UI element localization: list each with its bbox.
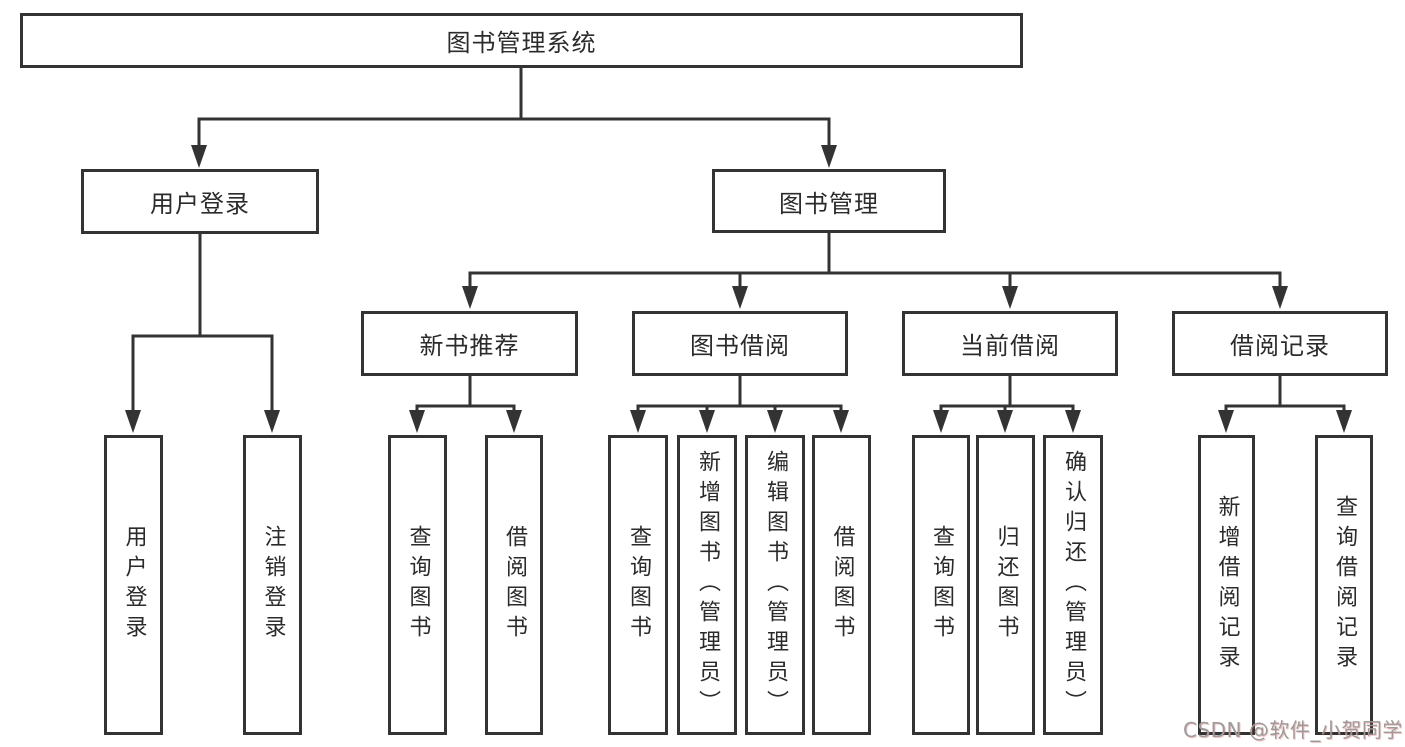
node-label: 新书推荐: [419, 332, 520, 360]
leaf-borrow-books: 借阅图书: [812, 435, 871, 735]
leaf-borrow-books-recommend: 借阅图书: [485, 435, 543, 735]
leaf-query-borrow-record: 查询借阅记录: [1315, 435, 1373, 735]
node-book-borrow: 图书借阅: [632, 311, 848, 376]
leaf-label: 借阅图书: [829, 525, 855, 645]
leaf-query-books-borrow: 查询图书: [608, 435, 668, 735]
node-label: 借阅记录: [1230, 332, 1330, 360]
node-current-borrow: 当前借阅: [902, 311, 1118, 376]
node-user-login: 用户登录: [81, 169, 319, 234]
leaf-label: 查询图书: [626, 525, 651, 645]
leaf-label: 归还图书: [993, 525, 1019, 645]
node-label: 图书管理系统: [446, 29, 597, 57]
node-label: 图书管理: [779, 189, 879, 218]
arrow-icon: [125, 410, 141, 433]
arrow-icon: [1218, 410, 1234, 433]
node-book-management: 图书管理: [712, 169, 946, 233]
leaf-label: 借阅图书: [502, 525, 527, 645]
leaf-label: 查询图书: [929, 525, 954, 645]
leaf-return-book: 归还图书: [976, 435, 1035, 735]
node-label: 当前借阅: [960, 332, 1060, 360]
leaf-confirm-return-admin: 确认归还（管理员）: [1043, 435, 1103, 735]
leaf-label: 查询图书: [405, 525, 431, 645]
leaf-label: 确认归还（管理员）: [1061, 450, 1086, 720]
node-borrow-records: 借阅记录: [1172, 311, 1388, 376]
leaf-add-borrow-record: 新增借阅记录: [1198, 435, 1255, 735]
leaf-label: 编辑图书（管理员）: [763, 450, 788, 720]
arrow-icon: [462, 286, 478, 309]
leaf-label: 新增借阅记录: [1214, 495, 1240, 675]
node-label: 图书借阅: [690, 332, 790, 360]
arrow-icon: [732, 286, 748, 309]
arrow-icon: [833, 410, 849, 433]
node-new-book-recommend: 新书推荐: [361, 311, 578, 376]
arrow-icon: [767, 410, 783, 433]
arrow-icon: [1002, 286, 1018, 309]
leaf-query-books-current: 查询图书: [912, 435, 970, 735]
arrow-icon: [997, 410, 1013, 433]
arrow-icon: [630, 410, 646, 433]
arrow-icon: [506, 410, 522, 433]
arrow-icon: [409, 410, 425, 433]
arrow-icon: [1272, 286, 1288, 309]
arrow-icon: [1065, 410, 1081, 433]
arrow-icon: [699, 410, 715, 433]
node-root-system: 图书管理系统: [20, 13, 1023, 68]
leaf-label: 用户登录: [121, 525, 147, 645]
leaf-label: 新增图书（管理员）: [695, 450, 720, 720]
csdn-watermark: CSDN @软件_小贺同学: [1183, 718, 1403, 742]
arrow-icon: [1336, 410, 1352, 433]
arrow-icon: [821, 145, 837, 168]
node-label: 用户登录: [150, 190, 250, 218]
arrow-icon: [191, 145, 207, 168]
leaf-label: 查询借阅记录: [1332, 495, 1357, 675]
arrow-icon: [933, 410, 949, 433]
leaf-user-login: 用户登录: [104, 435, 163, 735]
arrowheads: [125, 145, 1352, 433]
leaf-query-books-recommend: 查询图书: [388, 435, 447, 735]
leaf-logout: 注销登录: [243, 435, 302, 735]
arrow-icon: [264, 410, 280, 433]
leaf-label: 注销登录: [260, 525, 286, 645]
leaf-edit-book-admin: 编辑图书（管理员）: [745, 435, 805, 735]
leaf-add-book-admin: 新增图书（管理员）: [677, 435, 737, 735]
